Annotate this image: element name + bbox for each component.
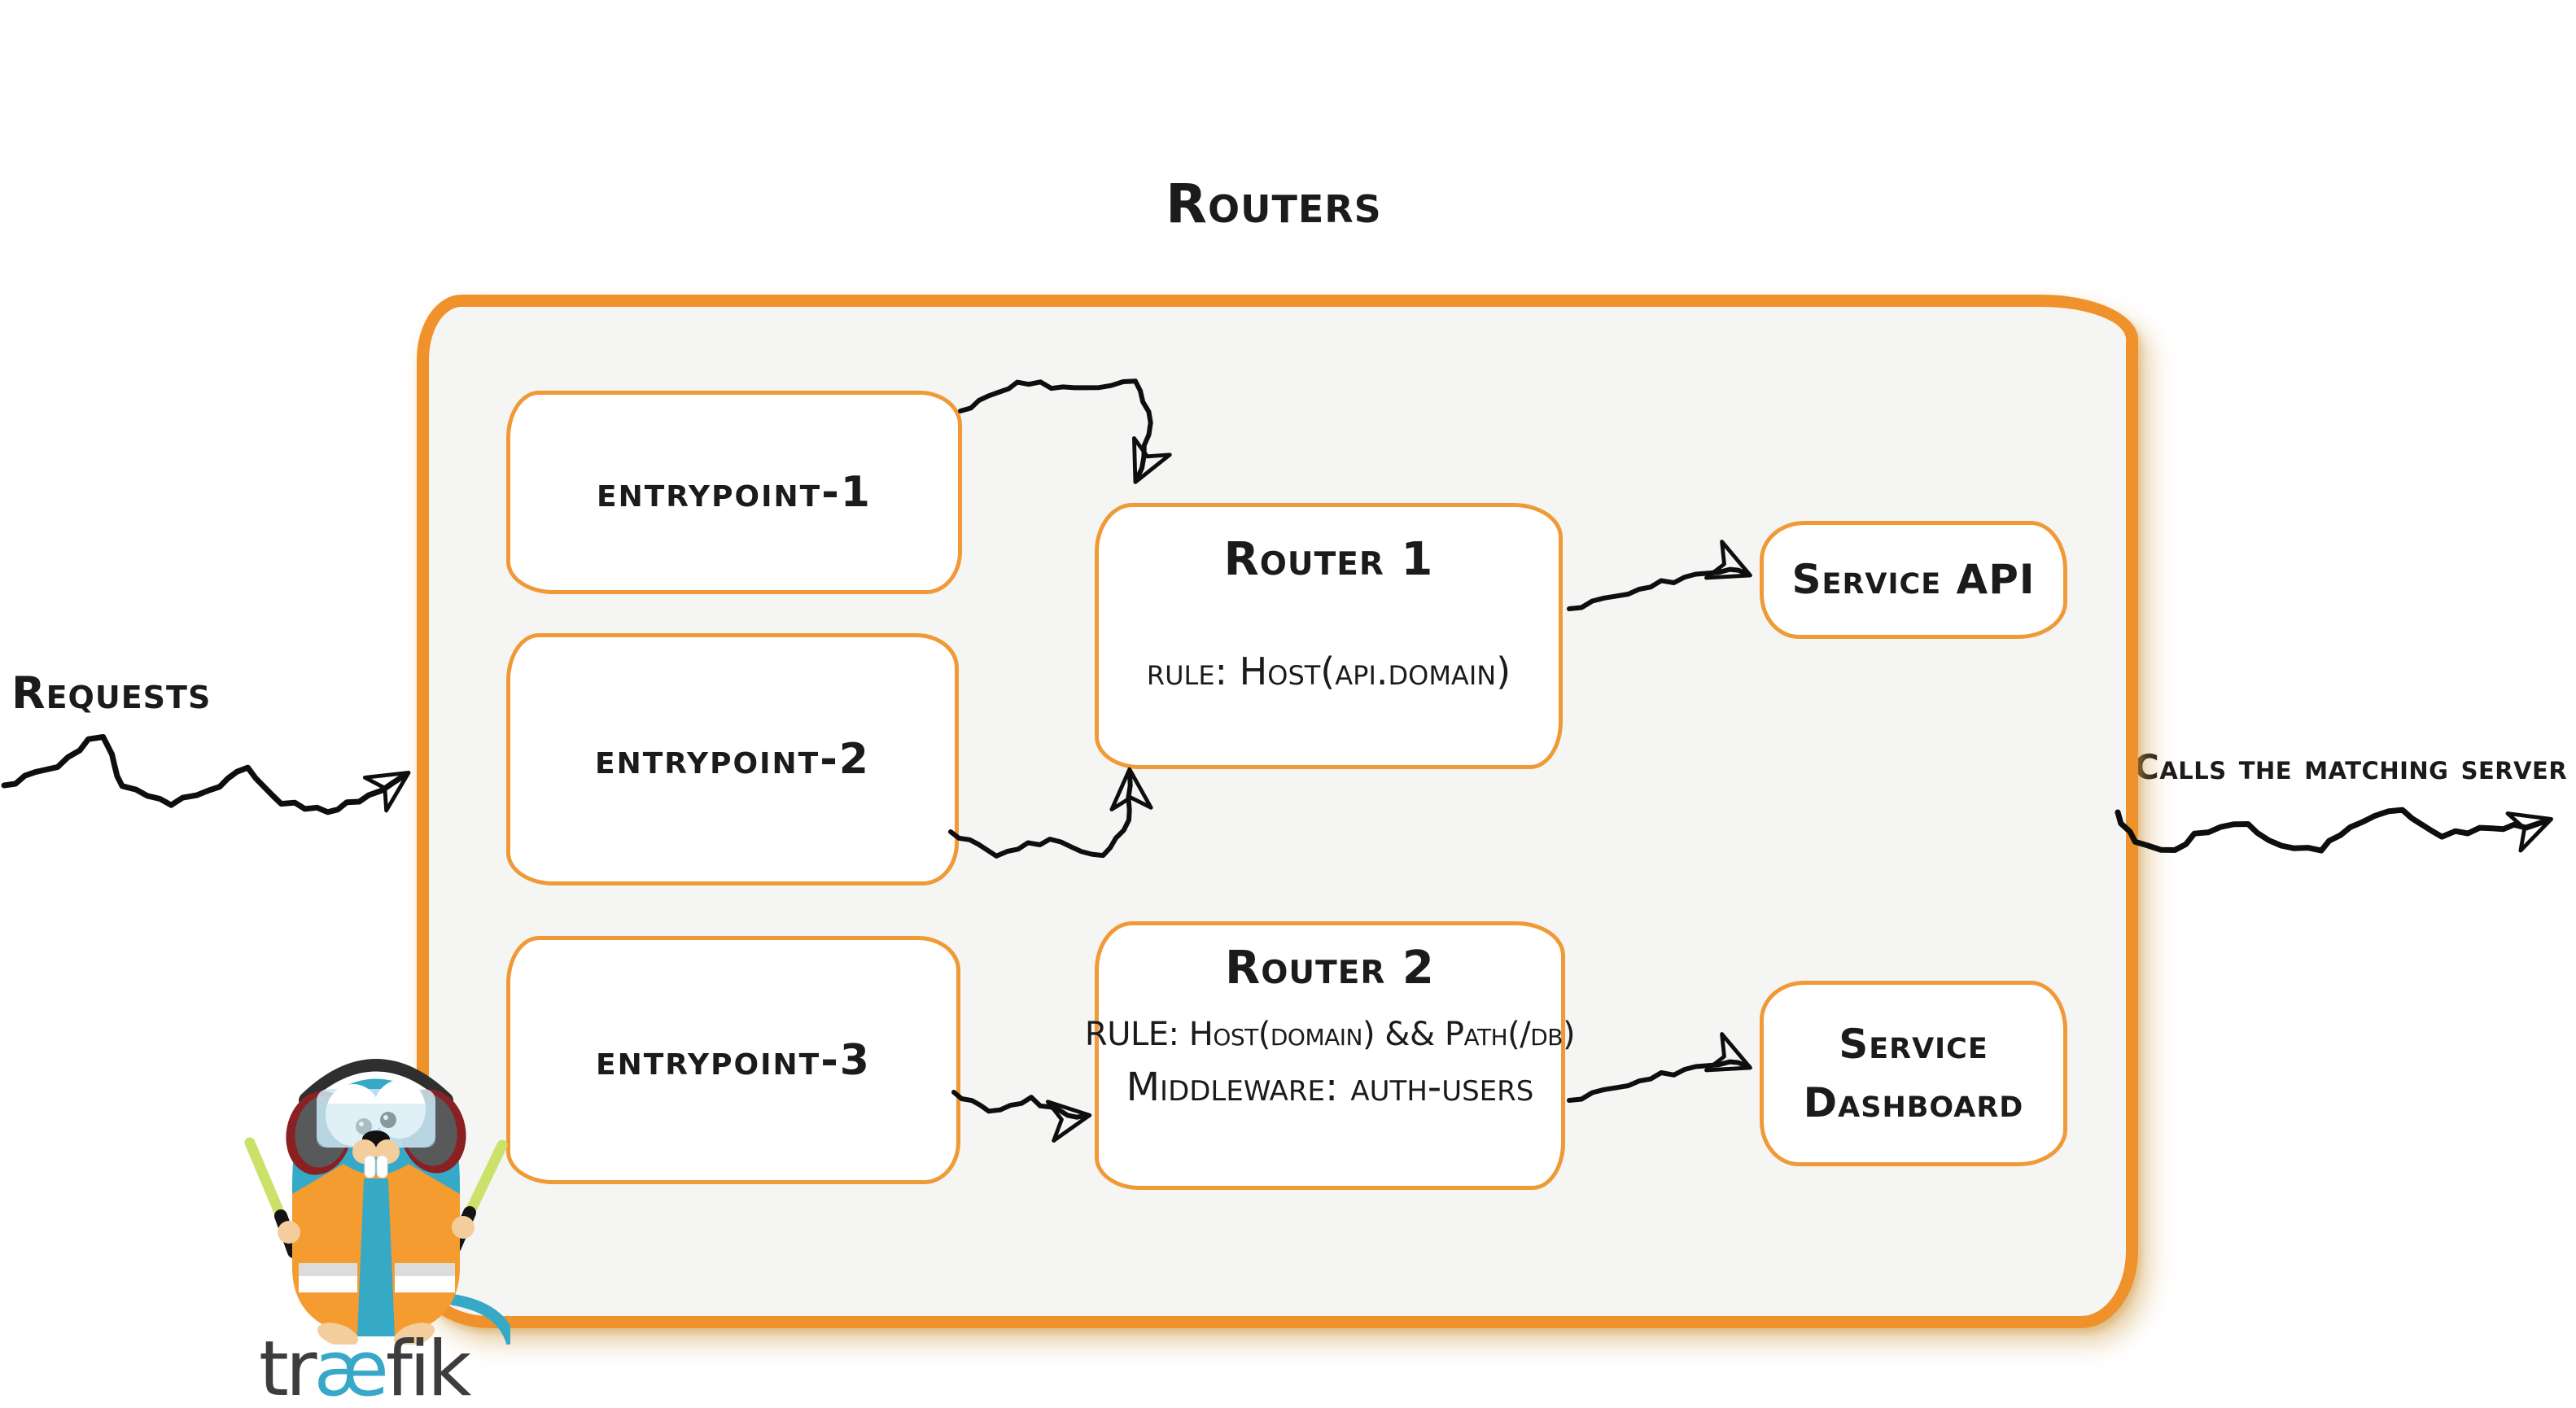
- arrow-calls-out: [2115, 807, 2553, 854]
- entrypoint-2-label: entrypoint-2: [595, 735, 870, 784]
- gopher-tail: [448, 1294, 510, 1345]
- router-2-title: Router 2: [1225, 942, 1435, 995]
- entrypoint-3-label: entrypoint-3: [596, 1035, 871, 1085]
- router-2-rule: RULE: Host(domain) && Path(/db): [1084, 1016, 1576, 1053]
- wordmark-tr: tr: [259, 1325, 317, 1408]
- traefik-gopher-logo: [244, 1059, 510, 1345]
- calls-label: Calls the matching server: [2134, 747, 2568, 787]
- diagram-title: Routers: [1166, 173, 1382, 235]
- service-api-label: Service API: [1791, 556, 2036, 604]
- node-entrypoint-1: entrypoint-1: [506, 391, 962, 594]
- service-dashboard-label: Service Dashboard: [1803, 1020, 2024, 1127]
- entrypoint-1-label: entrypoint-1: [597, 468, 872, 517]
- gopher-vest: [292, 1164, 460, 1336]
- arrow-requests-in: [1, 734, 411, 816]
- node-router-2: Router 2 RULE: Host(domain) && Path(/db)…: [1085, 921, 1576, 1190]
- requests-label: Requests: [11, 667, 212, 719]
- gopher-hands: [278, 1216, 475, 1244]
- gopher-face: [317, 1080, 435, 1178]
- gopher-feet: [317, 1323, 435, 1345]
- node-entrypoint-3: entrypoint-3: [506, 936, 960, 1184]
- node-router-1: Router 1 rule: Host(api.domain): [1095, 503, 1563, 769]
- traefik-wordmark: træfik: [259, 1325, 472, 1408]
- node-service-dashboard: Service Dashboard: [1760, 981, 2067, 1166]
- node-entrypoint-2: entrypoint-2: [506, 633, 959, 885]
- wordmark-ae: æ: [313, 1325, 389, 1408]
- router-2-middleware: Middleware: auth-users: [1126, 1065, 1534, 1110]
- router-1-title: Router 1: [1223, 533, 1434, 586]
- wordmark-fik: fik: [385, 1325, 472, 1408]
- node-service-api: Service API: [1760, 521, 2067, 639]
- router-1-rule: rule: Host(api.domain): [1146, 649, 1511, 693]
